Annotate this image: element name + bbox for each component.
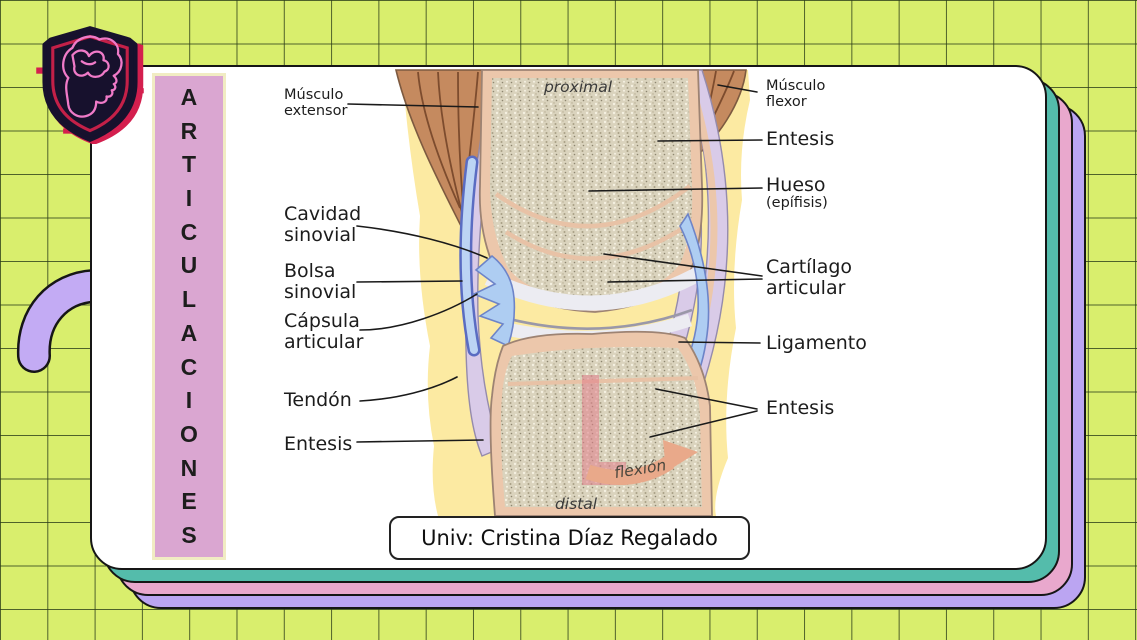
orientation-proximal: proximal (543, 78, 613, 96)
marrow-l-shape (582, 375, 626, 485)
banner-letter: O (180, 420, 198, 447)
label-entesis-inferior: Entesis (766, 397, 835, 419)
flexion-arrow (585, 440, 698, 485)
brain-head-icon (62, 35, 123, 118)
label-hueso-main: Hueso (766, 174, 826, 196)
label-hueso: Hueso (epífisis) (766, 175, 828, 212)
brain-shield-logo (36, 26, 144, 144)
banner-letter: N (180, 454, 198, 481)
label-musculo-flexor: Músculo flexor (766, 78, 826, 110)
banner-letter: R (180, 117, 198, 144)
label-cavidad-sinovial: Cavidad sinovial (284, 203, 362, 246)
knee-joint-diagram: proximal distal flexión (394, 69, 750, 516)
banner-letter: T (181, 151, 197, 178)
purple-hook-decoration (16, 269, 98, 373)
banner-letter: L (181, 286, 197, 313)
shield-inner-border (51, 34, 129, 133)
label-capsula-articular: Cápsula articular (284, 310, 364, 353)
banner-letter: I (185, 387, 193, 414)
label-tendon: Tendón (284, 389, 352, 411)
banner-letter: C (180, 353, 198, 380)
credit-box: Univ: Cristina Díaz Regalado (389, 516, 750, 560)
label-hueso-sub: (epífisis) (766, 194, 828, 211)
synovial-cavity (472, 254, 516, 348)
label-musculo-extensor: Músculo extensor (284, 87, 348, 119)
credit-text: Univ: Cristina Díaz Regalado (421, 526, 718, 550)
banner-letter: U (180, 252, 198, 279)
label-ligamento: Ligamento (766, 332, 867, 354)
bone-proximal (478, 69, 704, 313)
orientation-distal: distal (555, 495, 598, 513)
banner-letter: A (180, 319, 198, 346)
label-bolsa-sinovial: Bolsa sinovial (284, 260, 357, 303)
banner-letter: E (181, 488, 197, 515)
label-entesis-izquierda: Entesis (284, 433, 353, 455)
banner-letter: C (180, 218, 198, 245)
label-cartilago-articular: Cartílago articular (766, 256, 853, 299)
shield-body (42, 26, 138, 142)
bone-distal (489, 330, 713, 516)
banner-letter: A (180, 84, 198, 110)
banner-letter: S (181, 521, 197, 548)
label-entesis-superior: Entesis (766, 128, 835, 150)
banner-letter: I (185, 185, 193, 212)
